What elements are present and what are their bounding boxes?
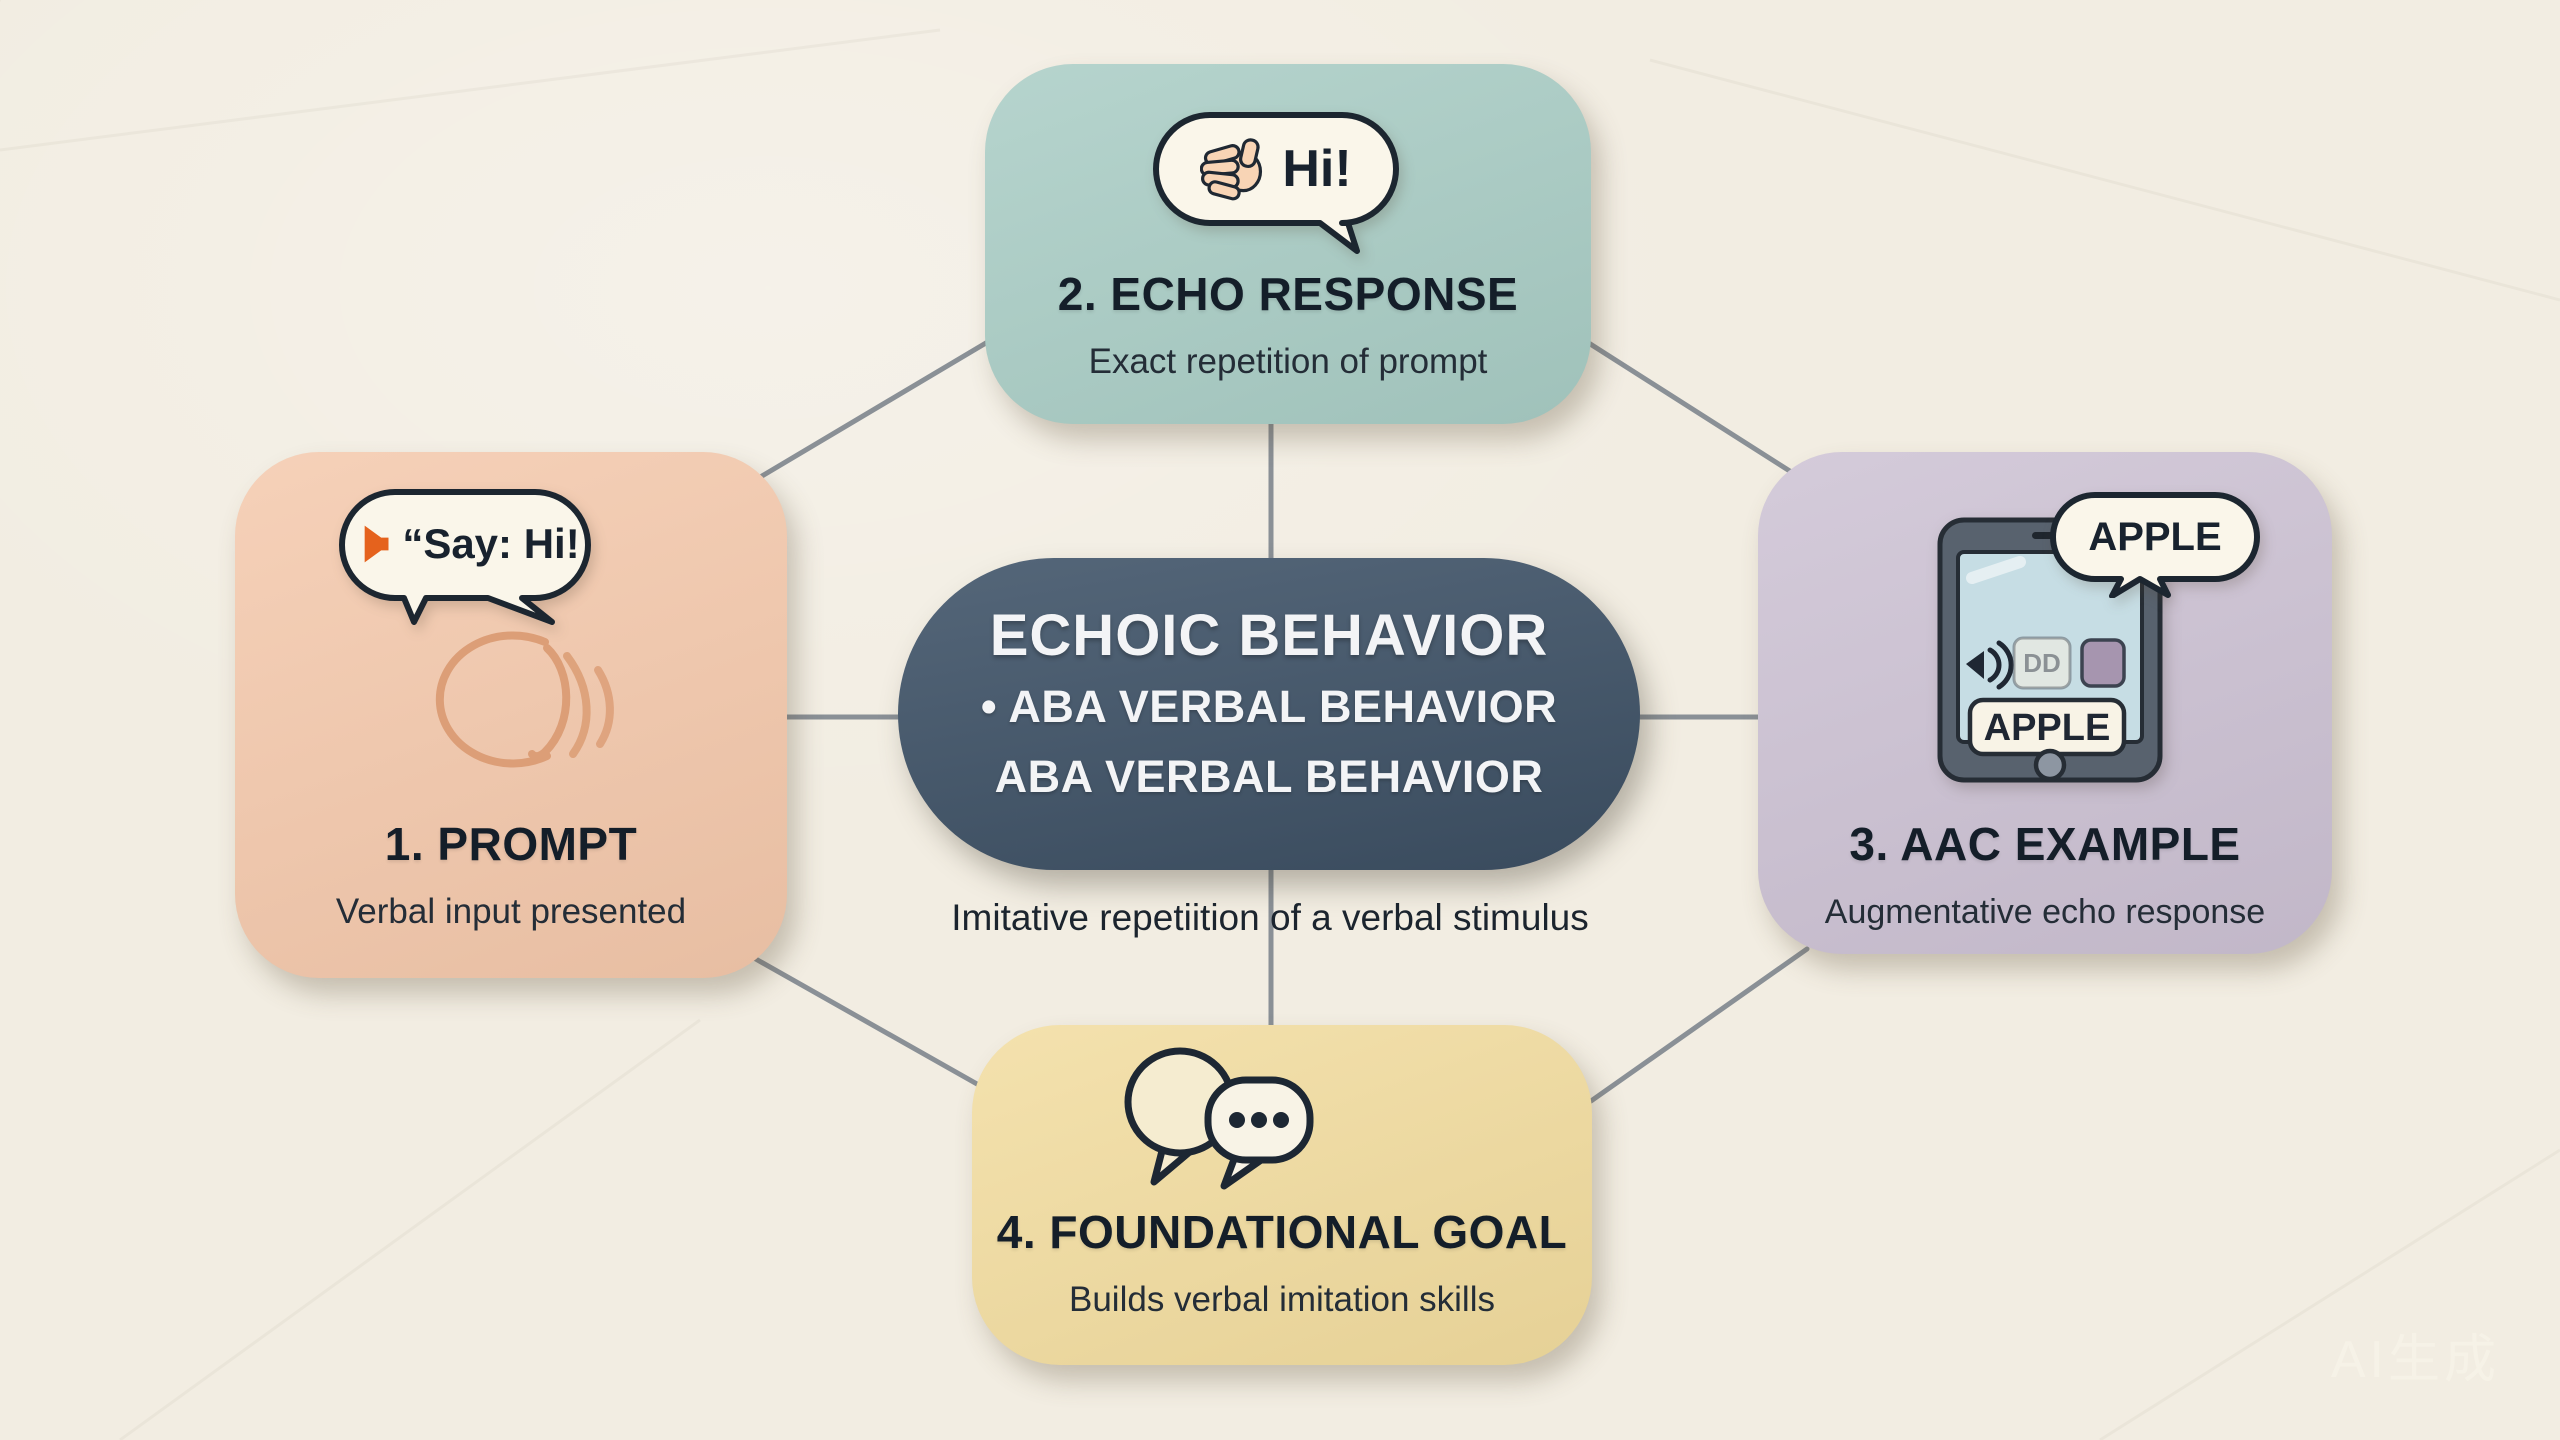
speech-bubble-say-hi-shape [339, 489, 591, 625]
center-line2: ABA VERBAL BEHAVIOR [994, 751, 1544, 802]
goal-subtitle: Builds verbal imitation skills [1069, 1280, 1495, 1319]
prompt-subtitle: Verbal input presented [335, 892, 687, 931]
chat-bubbles-icon [1124, 1047, 1314, 1190]
speech-bubble-apple: APPLE [2048, 490, 2262, 598]
speaker-icon [364, 525, 389, 563]
tablet-home-button [2033, 748, 2067, 782]
connector-echo-aac [1581, 337, 1799, 478]
connector-prompt-goal [751, 955, 1003, 1100]
connector-goal-aac [1588, 946, 1810, 1104]
screen-apple-button-text: APPLE [1984, 707, 2111, 749]
aac-subtitle: Augmentative echo response [1824, 893, 2266, 931]
screen-glare [1966, 556, 2026, 584]
center-caption: Imitative repetiition of a verbal stimul… [951, 897, 1589, 938]
node-echoic-behavior: ECHOIC BEHAVIOR • ABA VERBAL BEHAVIOR AB… [898, 558, 1640, 870]
echo-response-subtitle: Exact repetition of prompt [1088, 342, 1488, 381]
speech-bubble-apple-shape [2050, 492, 2260, 598]
goal-title: 4. FOUNDATIONAL GOAL [996, 1206, 1568, 1258]
aac-title: 3. AAC EXAMPLE [1849, 818, 2241, 870]
face-profile-illustration [435, 631, 614, 768]
screen-swatch-button [2080, 638, 2126, 688]
say-hi-bubble-text: “Say: Hi! [402, 520, 580, 567]
center-bullet-line: • ABA VERBAL BEHAVIOR [980, 681, 1558, 732]
speech-bubble-hi: Hi! [1150, 110, 1402, 258]
screen-thumbnail-button [2012, 636, 2072, 690]
connector-echo-prompt [759, 334, 999, 479]
waving-hand-icon [1200, 138, 1263, 201]
center-title: ECHOIC BEHAVIOR [989, 603, 1549, 668]
screen-thumbnail-text: DD [2023, 648, 2061, 678]
apple-bubble-text: APPLE [2088, 514, 2222, 559]
ai-generated-watermark: AI生成 [2330, 1331, 2500, 1389]
prompt-title: 1. PROMPT [384, 818, 638, 870]
speech-bubble-say-hi: “Say: Hi! [336, 486, 594, 626]
screen-volume-icon [1966, 640, 2014, 690]
hi-bubble-text: Hi! [1282, 140, 1352, 198]
echo-response-title: 2. ECHO RESPONSE [1057, 268, 1519, 320]
